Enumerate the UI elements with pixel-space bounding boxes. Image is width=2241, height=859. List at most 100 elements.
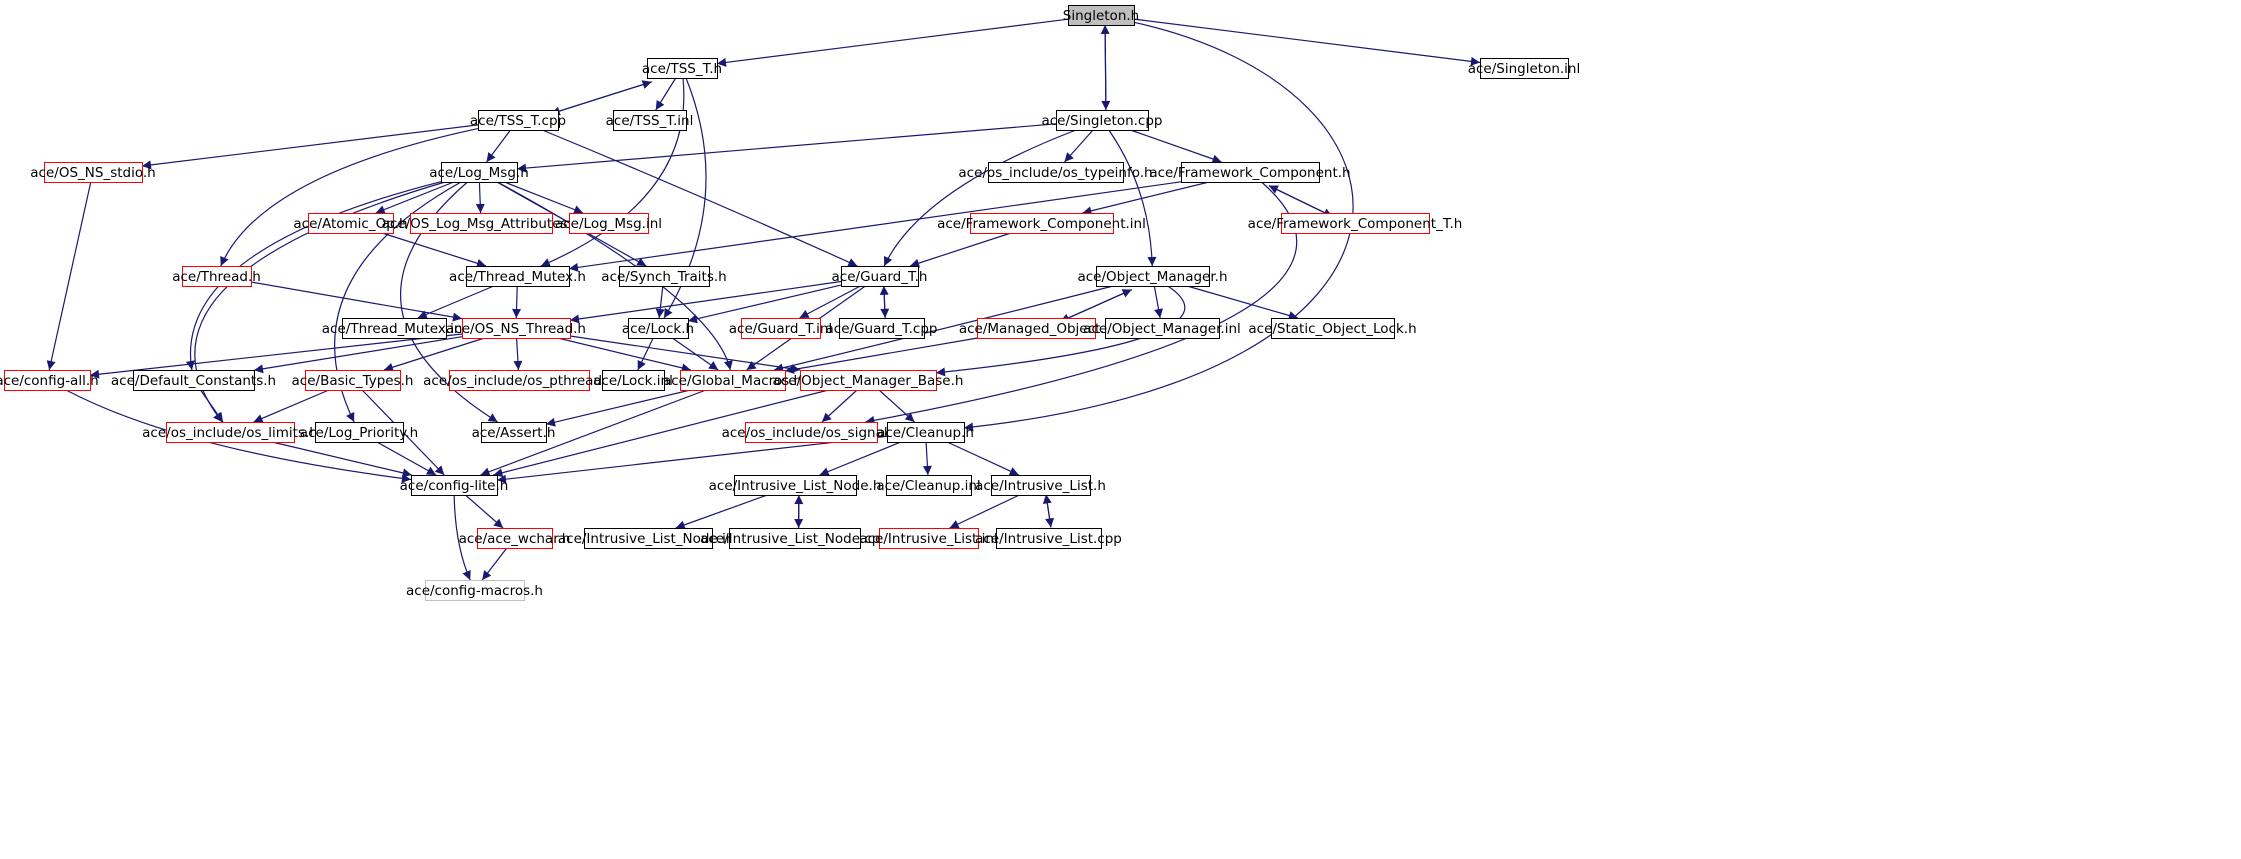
- node-label: ace/Guard_T.inl: [729, 321, 832, 337]
- node-guard_t_inl[interactable]: ace/Guard_T.inl: [729, 318, 832, 339]
- node-object_manager_inl[interactable]: ace/Object_Manager.inl: [1083, 318, 1241, 339]
- node-intrusive_list_node_inl[interactable]: ace/Intrusive_List_Node.inl: [558, 528, 738, 549]
- edge-os_ns_stdio_h-to-config_all_h: [46, 181, 92, 371]
- node-tss_t_cpp[interactable]: ace/TSS_T.cpp: [470, 110, 566, 131]
- node-lock_h[interactable]: ace/Lock.h: [622, 318, 694, 339]
- node-box: [879, 528, 979, 549]
- edge-singleton_cpp-to-framework_component_h: [1130, 129, 1222, 164]
- node-label: ace/os_include/os_pthread.h: [423, 373, 615, 389]
- edge-config_lite_h-to-config_macros_h: [453, 494, 471, 581]
- node-tss_t_inl[interactable]: ace/TSS_T.inl: [606, 110, 694, 131]
- node-global_macros_h[interactable]: ace/Global_Macros.h: [663, 370, 802, 391]
- node-box: [462, 318, 571, 339]
- edge-guard_t_h-to-guard_t_inl: [799, 285, 861, 319]
- node-intrusive_list_cpp[interactable]: ace/Intrusive_List.cpp: [975, 528, 1122, 549]
- node-thread_mutex_h[interactable]: ace/Thread_Mutex.h: [449, 266, 586, 287]
- edge-guard_t_h-to-os_ns_thread_h: [569, 280, 842, 324]
- node-intrusive_list_node_cpp[interactable]: ace/Intrusive_List_Node.cpp: [700, 528, 889, 549]
- node-box: [741, 318, 821, 339]
- node-basic_types_h[interactable]: ace/Basic_Types.h: [292, 370, 414, 391]
- edge-config_lite_h-to-ace_wchar_h: [465, 494, 504, 529]
- node-intrusive_list_inl[interactable]: ace/Intrusive_List.inl: [859, 528, 998, 549]
- edge-object_manager_base_h-to-config_lite_h: [493, 389, 829, 478]
- node-box: [1096, 266, 1210, 287]
- edge-global_macros_h-to-assert_h: [545, 389, 691, 427]
- edge-os_ns_thread_h-to-object_manager_base_h: [569, 335, 801, 374]
- node-label: ace/Intrusive_List.cpp: [975, 531, 1122, 547]
- node-label: ace/os_include/os_typeinfo.h: [958, 165, 1152, 181]
- node-singleton_inl[interactable]: ace/Singleton.inl: [1468, 58, 1581, 79]
- node-box: [441, 162, 518, 183]
- node-lock_inl[interactable]: ace/Lock.inl: [593, 370, 673, 391]
- node-log_msg_h[interactable]: ace/Log_Msg.h: [429, 162, 529, 183]
- node-atomic_op_h[interactable]: ace/Atomic_Op.h: [293, 213, 408, 234]
- node-thread_h[interactable]: ace/Thread.h: [172, 266, 261, 287]
- node-object_manager_base_h[interactable]: ace/Object_Manager_Base.h: [773, 370, 964, 391]
- node-guard_t_cpp[interactable]: ace/Guard_T.cpp: [826, 318, 938, 339]
- node-log_priority_h[interactable]: ace/Log_Priority.h: [300, 422, 418, 443]
- edge-cleanup_h-to-config_lite_h: [496, 435, 888, 484]
- edge-intrusive_list_cpp-to-intrusive_list_h: [1042, 494, 1052, 528]
- node-label: ace/Intrusive_List.inl: [859, 531, 997, 547]
- edge-singleton_cpp-to-guard_t_h: [883, 129, 1077, 267]
- node-ace_wchar_h[interactable]: ace/ace_wchar.h: [459, 528, 571, 549]
- node-box: [308, 213, 394, 234]
- node-os_signal_h[interactable]: ace/os_include/os_signal.h: [722, 422, 901, 443]
- node-label: ace/Framework_Component_T.h: [1248, 216, 1463, 232]
- node-tss_t_h[interactable]: ace/TSS_T.h: [642, 58, 722, 79]
- node-os_pthread_h[interactable]: ace/os_include/os_pthread.h: [423, 370, 615, 391]
- node-config_lite_h[interactable]: ace/config-lite.h: [400, 475, 509, 496]
- node-label: ace/Log_Priority.h: [300, 425, 418, 441]
- node-object_manager_h[interactable]: ace/Object_Manager.h: [1077, 266, 1228, 287]
- node-log_msg_inl[interactable]: ace/Log_Msg.inl: [555, 213, 662, 234]
- node-os_typeinfo_h[interactable]: ace/os_include/os_typeinfo.h: [958, 162, 1153, 183]
- node-thread_mutex_inl[interactable]: ace/Thread_Mutex.inl: [322, 318, 466, 339]
- node-label: ace/Cleanup.h: [877, 425, 974, 441]
- node-label: Singleton.h: [1063, 8, 1139, 24]
- edge-os_ns_thread_h-to-config_all_h: [89, 333, 463, 379]
- node-box: [745, 422, 878, 443]
- node-label: ace/OS_NS_Thread.h: [446, 321, 586, 337]
- node-os_limits_h[interactable]: ace/os_include/os_limits.h: [142, 422, 318, 443]
- node-label: ace/Intrusive_List_Node.h: [709, 478, 882, 494]
- edge-lock_h-to-lock_inl: [637, 337, 654, 371]
- edge-managed_object_h-to-object_manager_h: [1059, 289, 1132, 323]
- node-label: ace/Basic_Types.h: [292, 373, 414, 389]
- node-cleanup_h[interactable]: ace/Cleanup.h: [877, 422, 974, 443]
- node-cleanup_inl[interactable]: ace/Cleanup.inl: [876, 475, 981, 496]
- node-guard_t_h[interactable]: ace/Guard_T.h: [832, 266, 928, 287]
- node-intrusive_list_node_h[interactable]: ace/Intrusive_List_Node.h: [709, 475, 882, 496]
- node-singleton_cpp[interactable]: ace/Singleton.cpp: [1041, 110, 1163, 131]
- node-default_constants_h[interactable]: ace/Default_Constants.h: [111, 370, 276, 391]
- node-framework_component_t_h[interactable]: ace/Framework_Component_T.h: [1248, 213, 1463, 234]
- edge-basic_types_h-to-os_limits_h: [253, 389, 330, 423]
- node-os_log_msg_attributes_h[interactable]: ace/OS_Log_Msg_Attributes.h: [382, 213, 581, 234]
- node-box: [602, 370, 665, 391]
- node-config_macros_h[interactable]: ace/config-macros.h: [406, 580, 543, 601]
- node-assert_h[interactable]: ace/Assert.h: [472, 422, 556, 443]
- edge-tss_t_cpp-to-thread_h: [220, 127, 479, 267]
- node-framework_component_h[interactable]: ace/Framework_Component.h: [1149, 162, 1351, 183]
- node-label: ace/os_include/os_signal.h: [722, 425, 901, 441]
- node-os_ns_thread_h[interactable]: ace/OS_NS_Thread.h: [446, 318, 586, 339]
- node-framework_component_inl[interactable]: ace/Framework_Component.inl: [937, 213, 1146, 234]
- edge-object_manager_h-to-static_object_lock_h: [1186, 285, 1299, 320]
- node-os_ns_stdio_h[interactable]: ace/OS_NS_stdio.h: [30, 162, 156, 183]
- node-box: [1105, 318, 1220, 339]
- edge-log_msg_h-to-global_macros_h: [497, 181, 733, 371]
- edge-default_constants_h-to-os_limits_h: [200, 389, 224, 423]
- node-box: [342, 318, 447, 339]
- node-box: [729, 528, 861, 549]
- node-static_object_lock_h[interactable]: ace/Static_Object_Lock.h: [1248, 318, 1417, 339]
- node-label: ace/config-lite.h: [400, 478, 509, 494]
- node-synch_traits_h[interactable]: ace/Synch_Traits.h: [601, 266, 727, 287]
- edge-singleton_h-to-tss_t_h: [716, 18, 1069, 67]
- node-intrusive_list_h[interactable]: ace/Intrusive_List.h: [975, 475, 1106, 496]
- edge-log_msg_h-to-atomic_op_h: [375, 181, 455, 214]
- node-config_all_h[interactable]: ace/config-all.h: [0, 370, 99, 391]
- node-box: [886, 475, 972, 496]
- edge-guard_t_h-to-lock_h: [687, 284, 842, 324]
- node-managed_object_h[interactable]: ace/Managed_Object.h: [959, 318, 1113, 339]
- edge-object_manager_h-to-object_manager_inl: [1153, 285, 1163, 319]
- node-label: ace/Guard_T.cpp: [826, 321, 938, 337]
